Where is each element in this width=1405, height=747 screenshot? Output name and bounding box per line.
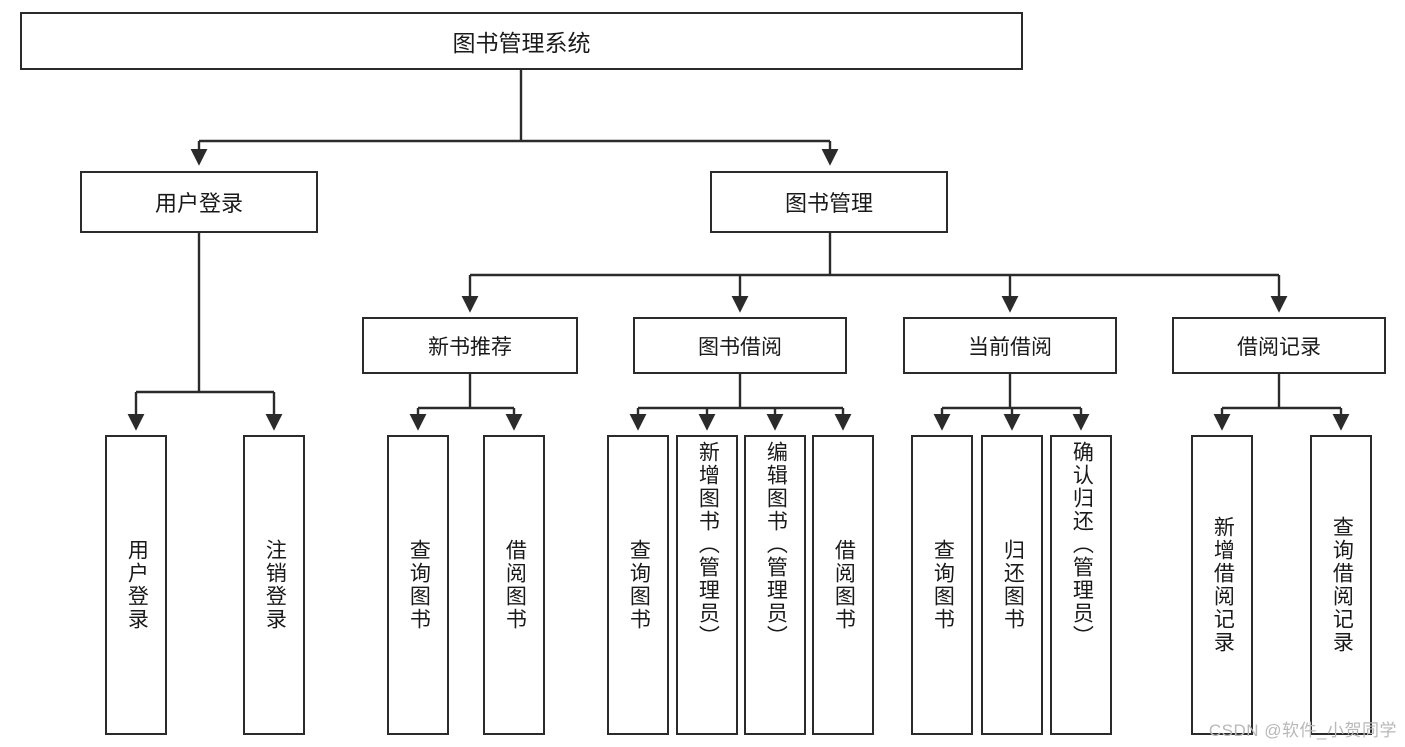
node-current-borrow-label: 当前借阅: [968, 335, 1052, 359]
leaf-query-borrow-record[interactable]: 查询借阅记录: [1310, 435, 1372, 735]
node-new-book-recommend[interactable]: 新书推荐: [362, 317, 578, 374]
leaf-user-login[interactable]: 用户登录: [105, 435, 167, 735]
leaf-logout-label: 注销登录: [263, 539, 287, 631]
leaf-edit-book-admin[interactable]: 编辑图书（管理员）: [744, 435, 806, 735]
leaf-query-borrow-record-label: 查询借阅记录: [1330, 516, 1354, 654]
leaf-return-book[interactable]: 归还图书: [981, 435, 1043, 735]
leaf-confirm-return-admin-label: 确认归还（管理员）: [1070, 441, 1094, 648]
leaf-add-book-admin-label: 新增图书（管理员）: [696, 441, 720, 648]
node-new-book-recommend-label: 新书推荐: [428, 335, 512, 359]
node-root[interactable]: 图书管理系统: [20, 12, 1023, 70]
leaf-add-borrow-record[interactable]: 新增借阅记录: [1191, 435, 1253, 735]
leaf-borrow-book[interactable]: 借阅图书: [812, 435, 874, 735]
node-book-borrow[interactable]: 图书借阅: [633, 317, 847, 374]
leaf-query-book-current-label: 查询图书: [931, 539, 955, 631]
leaf-borrow-book-label: 借阅图书: [832, 539, 856, 631]
node-book-borrow-label: 图书借阅: [698, 335, 782, 359]
leaf-confirm-return-admin[interactable]: 确认归还（管理员）: [1050, 435, 1112, 735]
node-user-login[interactable]: 用户登录: [80, 171, 318, 233]
leaf-return-book-label: 归还图书: [1001, 539, 1025, 631]
leaf-add-borrow-record-label: 新增借阅记录: [1211, 516, 1235, 654]
node-book-management-label: 图书管理: [784, 191, 873, 216]
leaf-query-book-recommend-label: 查询图书: [407, 539, 431, 631]
leaf-borrow-book-recommend[interactable]: 借阅图书: [483, 435, 545, 735]
node-current-borrow[interactable]: 当前借阅: [903, 317, 1117, 374]
leaf-query-book-recommend[interactable]: 查询图书: [387, 435, 449, 735]
leaf-borrow-book-recommend-label: 借阅图书: [503, 539, 527, 631]
node-root-label: 图书管理系统: [452, 30, 591, 56]
leaf-edit-book-admin-label: 编辑图书（管理员）: [764, 441, 788, 648]
node-user-login-label: 用户登录: [154, 191, 243, 216]
leaf-query-book-current[interactable]: 查询图书: [911, 435, 973, 735]
node-borrow-records[interactable]: 借阅记录: [1172, 317, 1386, 374]
node-borrow-records-label: 借阅记录: [1237, 335, 1321, 359]
watermark: CSDN @软件_小贺同学: [1208, 721, 1397, 740]
node-book-management[interactable]: 图书管理: [710, 171, 948, 233]
leaf-user-login-label: 用户登录: [125, 539, 149, 631]
leaf-query-book-borrow-label: 查询图书: [627, 539, 651, 631]
leaf-logout[interactable]: 注销登录: [243, 435, 305, 735]
leaf-query-book-borrow[interactable]: 查询图书: [607, 435, 669, 735]
leaf-add-book-admin[interactable]: 新增图书（管理员）: [676, 435, 738, 735]
